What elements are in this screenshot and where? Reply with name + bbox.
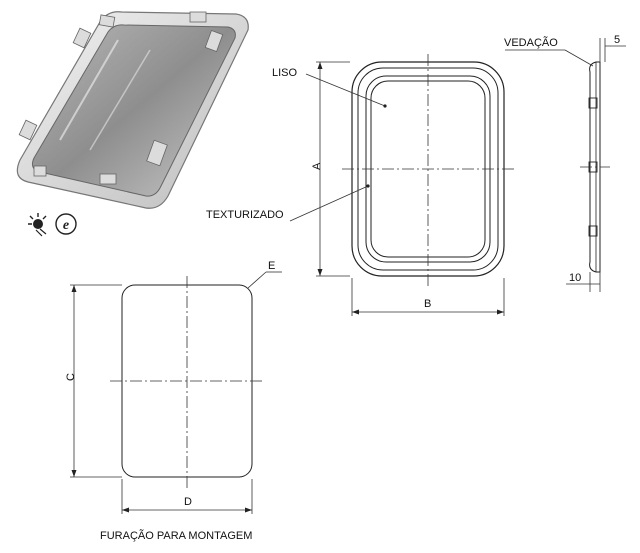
dimension-5: 5 [614,34,620,46]
label-texturizado: TEXTURIZADO [206,209,284,221]
svg-text:e: e [63,218,69,233]
dimension-e: E [268,260,275,272]
dimension-a: A [311,162,323,170]
dimension-10: 10 [569,272,581,284]
dimension-b: B [424,298,431,310]
e-mark-icon: e [55,213,77,235]
dimension-c: C [65,373,77,381]
dimension-d: D [184,496,192,508]
front-view [289,54,514,316]
caption-furacao: FURAÇÃO PARA MONTAGEM [100,529,252,542]
side-view [505,38,626,292]
sun-spray-icon [28,213,47,237]
mounting-cutout [70,271,282,514]
product-illustration [16,11,249,209]
label-liso: LISO [272,67,298,79]
label-vedacao: VEDAÇÃO [504,36,558,49]
